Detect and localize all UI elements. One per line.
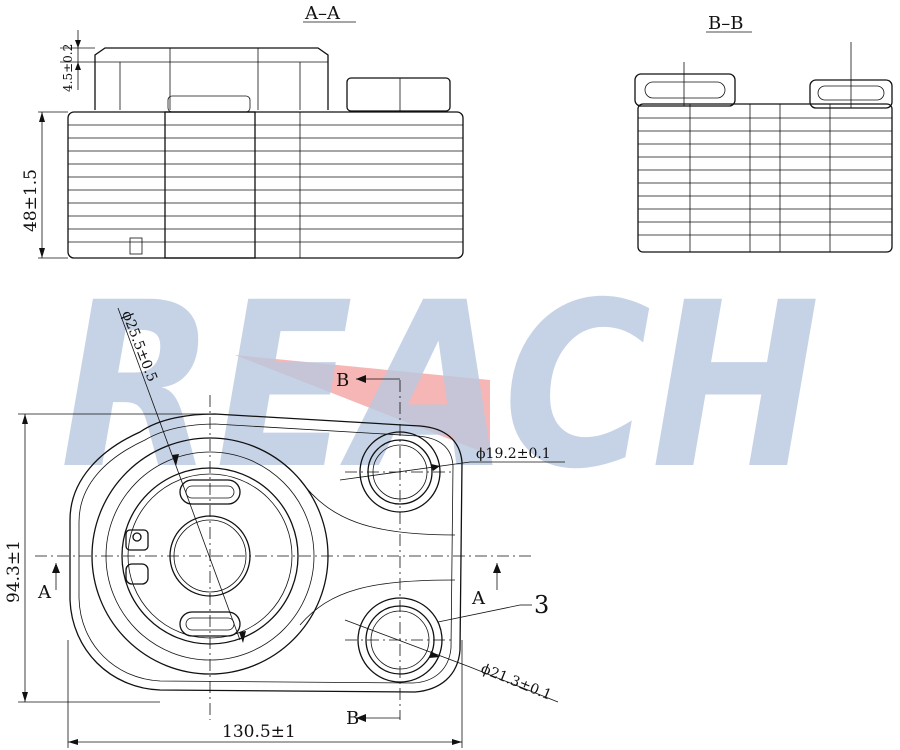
boss	[346, 77, 451, 112]
upper-port-dia-dimension: ϕ19.2±0.1	[339, 446, 565, 481]
height-dimension: 48±1.5	[21, 111, 68, 259]
plate-stack	[67, 111, 464, 259]
section-a-right-label: A	[471, 588, 486, 609]
section-bb-view: B–B	[634, 13, 893, 253]
section-b-top-label: B	[336, 370, 349, 391]
upper-port-dia-label: ϕ19.2±0.1	[476, 446, 551, 462]
width-dimension-label: 130.5±1	[222, 722, 296, 742]
top-flange	[94, 47, 329, 110]
section-aa-view: A–A	[21, 3, 464, 259]
top-gap-dimension-label: 4.5±0.2	[61, 44, 75, 92]
section-a-cut: A A	[37, 563, 501, 609]
width-dimension: 130.5±1	[67, 640, 463, 748]
section-b-cut: B B	[336, 370, 400, 729]
depth-dimension-label: 94.3±1	[4, 540, 24, 603]
side-plate-stack	[637, 103, 893, 253]
callout-label: 3	[534, 591, 549, 619]
lower-port-dia-label: ϕ21.3±0.1	[479, 661, 554, 704]
section-bb-label: B–B	[708, 13, 743, 34]
section-a-left-label: A	[37, 582, 52, 603]
height-dimension-label: 48±1.5	[21, 169, 41, 232]
left-port-tube	[634, 73, 736, 107]
watermark-accent	[235, 355, 490, 455]
callout-3: 3	[437, 591, 549, 623]
section-aa-label: A–A	[304, 3, 341, 24]
section-b-bottom-label: B	[346, 708, 359, 729]
top-gap-dimension: 4.5±0.2	[60, 30, 95, 92]
depth-dimension: 94.3±1	[4, 413, 215, 703]
